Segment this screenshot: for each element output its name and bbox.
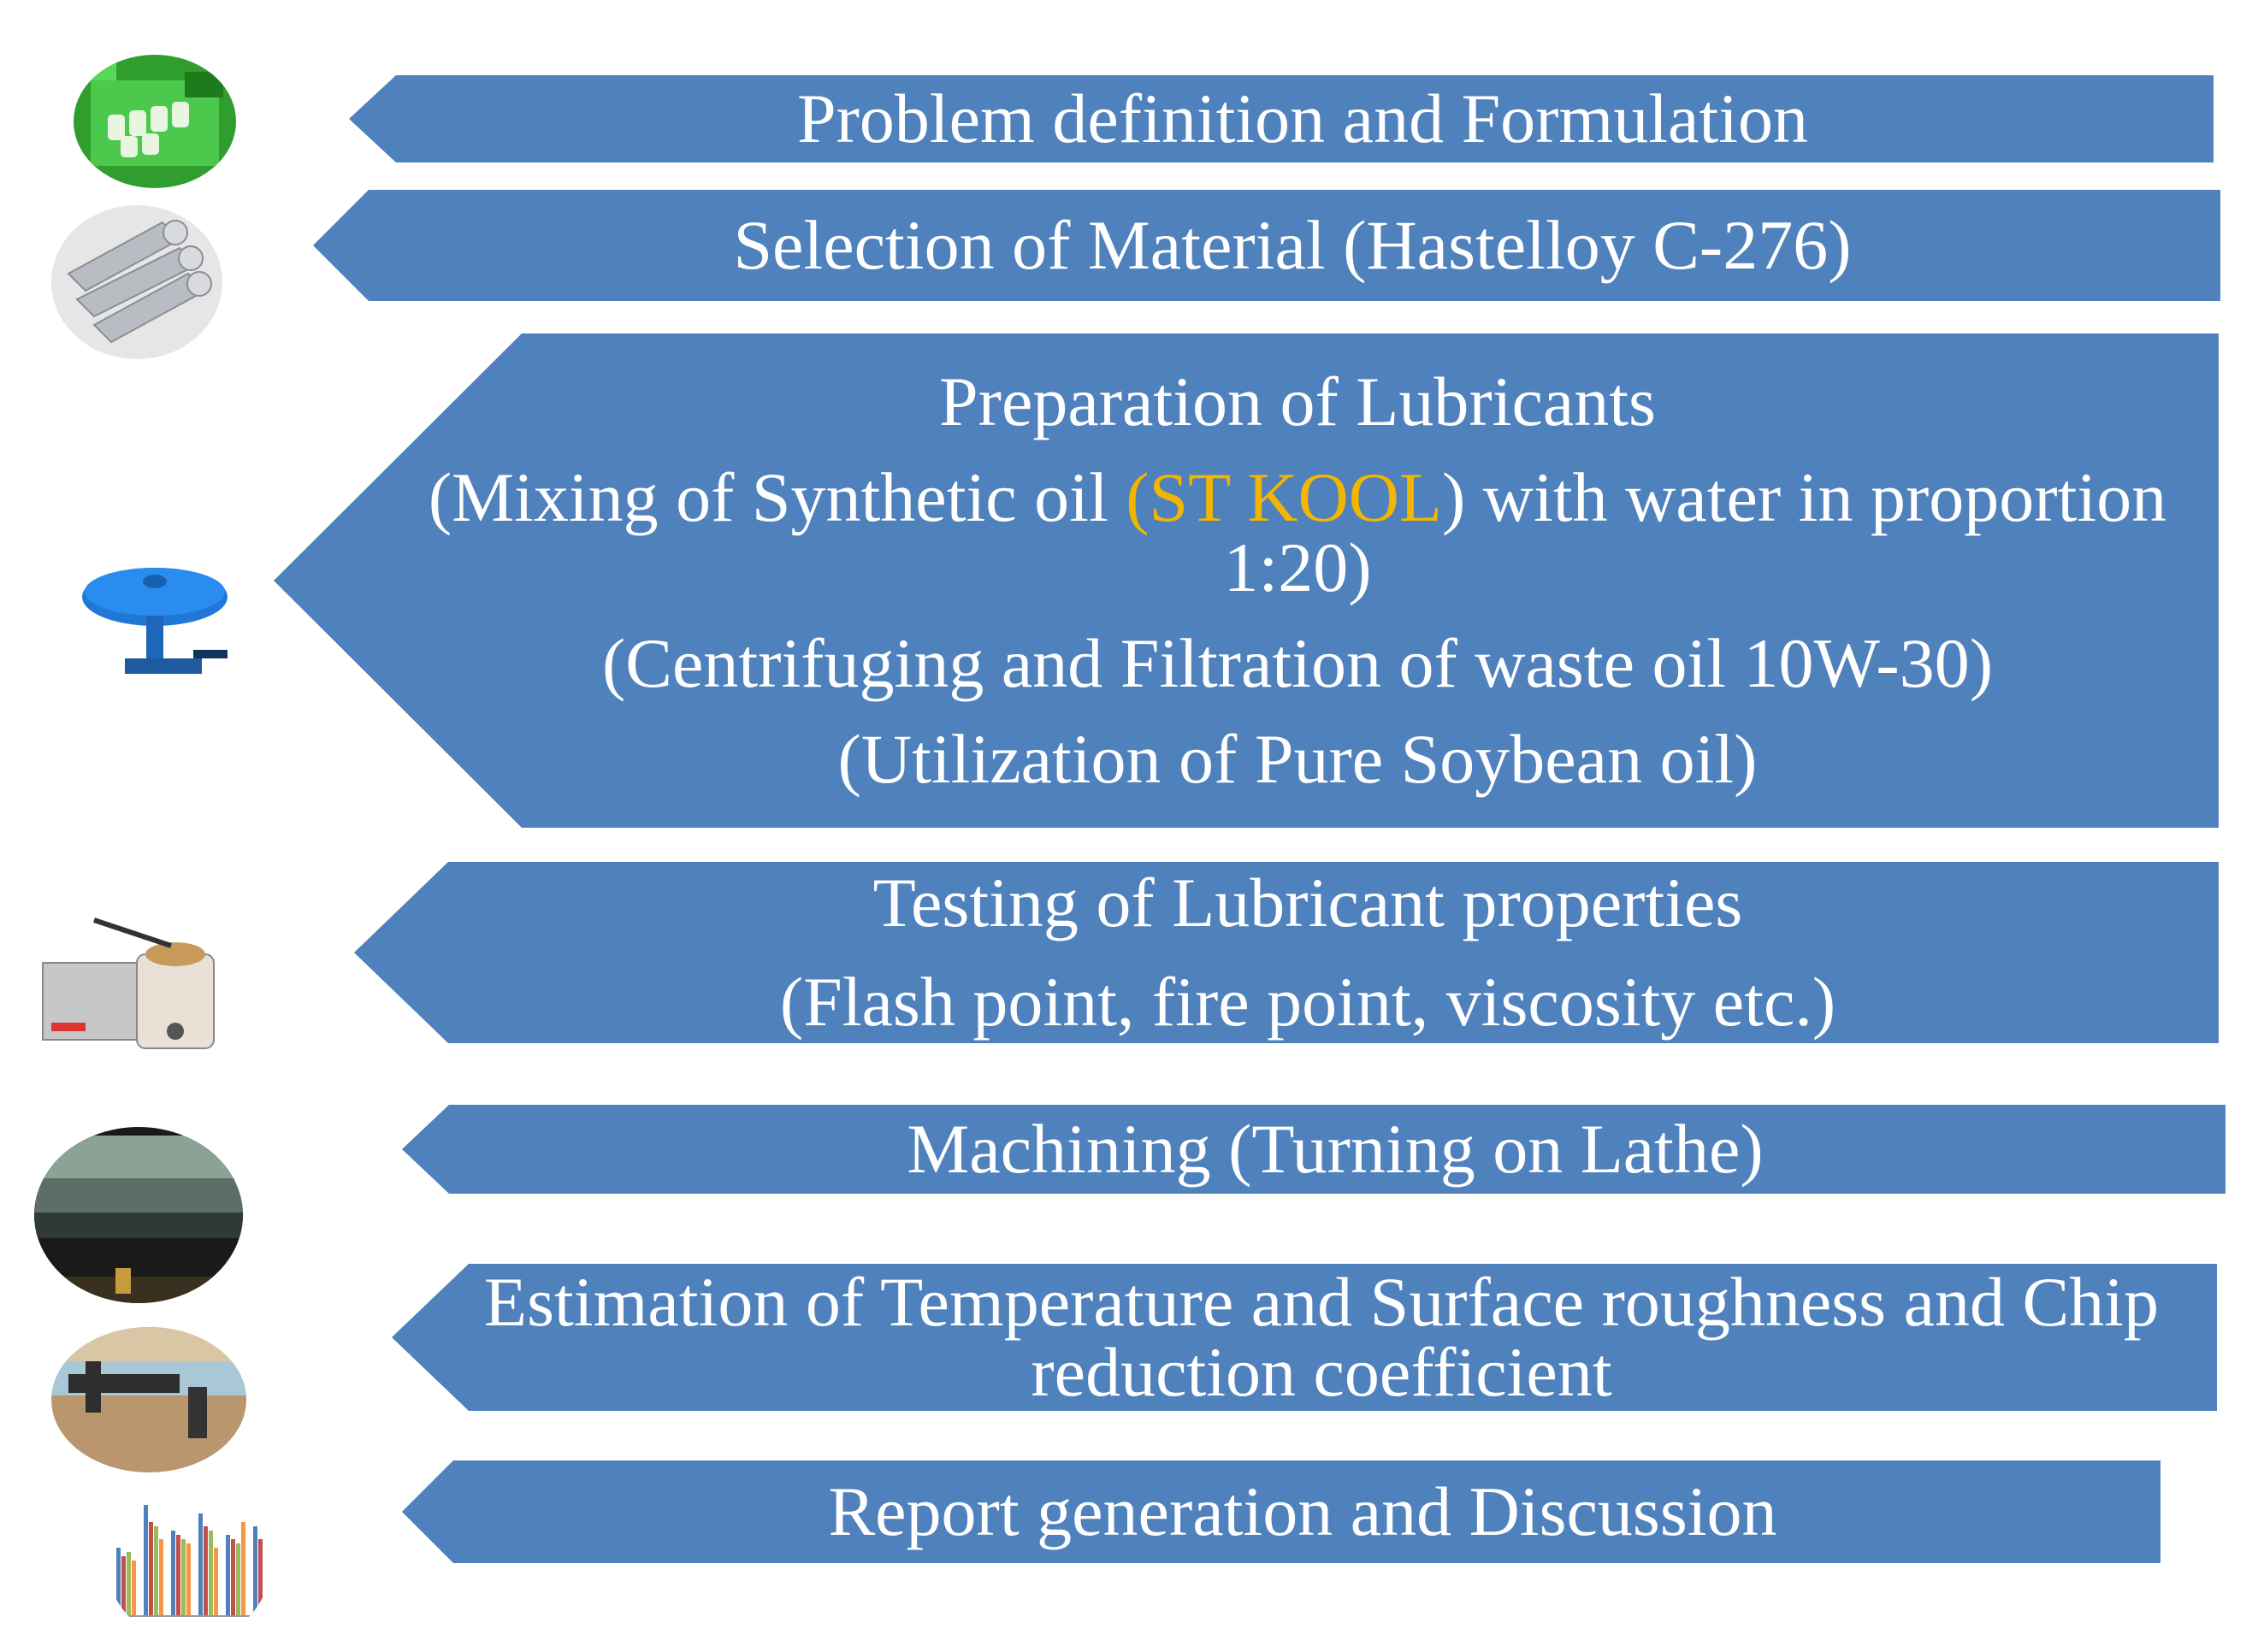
step-3-line-soybean: (Utilization of Pure Soybean oil): [837, 720, 1758, 798]
step-lubricant-preparation: Preparation of Lubricants (Mixing of Syn…: [274, 333, 2219, 828]
centrifuge-icon: [74, 556, 236, 701]
step-6-line-2: reduction coefficient: [1031, 1333, 1612, 1411]
step-4-line-2: (Flash point, fire point, viscosity etc.…: [779, 963, 1836, 1041]
step-3-mixing-ratio: 1:20): [1223, 528, 1372, 606]
flash-point-tester-icon: [34, 912, 222, 1057]
step-1-line-1: Problem definition and Formulation: [796, 79, 1809, 157]
step-5-line-1: Machining (Turning on Lathe): [907, 1109, 1764, 1188]
step-6-line-1: Estimation of Temperature and Surface ro…: [484, 1263, 2159, 1341]
bar-chart-icon: [108, 1488, 270, 1642]
lathe-icon: [34, 1127, 243, 1303]
step-material-selection: Selection of Material (Hastelloy C-276): [313, 190, 2220, 301]
metal-rods-icon: [51, 205, 222, 359]
step-testing-properties: Testing of Lubricant properties (Flash p…: [354, 862, 2219, 1043]
step-4-line-1: Testing of Lubricant properties: [872, 864, 1743, 941]
mixing-post: ) with water in proportion: [1442, 458, 2167, 536]
measurement-setup-icon: [51, 1327, 246, 1472]
step-problem-definition: Problem definition and Formulation: [349, 75, 2214, 162]
step-3-line-centrifuge: (Centrifuging and Filtration of waste oi…: [601, 624, 1994, 702]
step-7-line-1: Report generation and Discussion: [828, 1472, 1777, 1550]
st-kool-highlight: (ST KOOL: [1126, 458, 1442, 536]
step-3-line-1: Preparation of Lubricants: [939, 363, 1656, 440]
step-estimation: Estimation of Temperature and Surface ro…: [392, 1264, 2217, 1411]
step-3-mixing-line: (Mixing of Synthetic oil (ST KOOL) with …: [429, 463, 2166, 533]
step-2-line-1: Selection of Material (Hastelloy C-276): [733, 205, 1852, 284]
circuit-board-icon: [74, 55, 236, 188]
mixing-pre: (Mixing of Synthetic oil: [428, 458, 1126, 536]
step-report: Report generation and Discussion: [402, 1460, 2160, 1563]
step-machining: Machining (Turning on Lathe): [402, 1105, 2225, 1194]
